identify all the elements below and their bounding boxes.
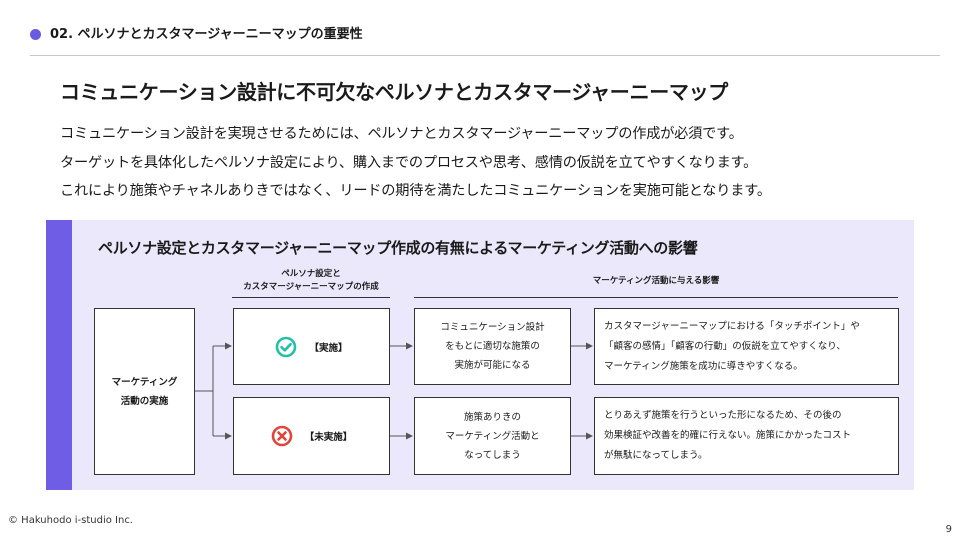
body-line: コミュニケーション設計を実現させるためには、ペルソナとカスタマージャーニーマップ… [60,126,743,142]
slide-header: 02. ペルソナとカスタマージャーニーマップの重要性 [30,26,940,56]
status-label: 【未実施】 [304,432,353,443]
panel-accent-bar [46,220,72,490]
result-box: 施策ありきの マーケティング活動と なってしまう [414,397,571,475]
detail-box: カスタマージャーニーマップにおける「タッチポイント」や 「顧客の感情」「顧客の行… [594,308,899,385]
page-title: コミュニケーション設計に不可欠なペルソナとカスタマージャーニーマップ [60,80,728,104]
root-box: マーケティング 活動の実施 [94,308,195,475]
column-heading-persona: ペルソナ設定と カスタマージャーニーマップの作成 [243,269,379,292]
section-title: 02. ペルソナとカスタマージャーニーマップの重要性 [50,27,363,42]
check-circle-icon [276,336,297,357]
body-line: ターゲットを具体化したペルソナ設定により、購入までのプロセスや思考、感情の仮説を… [60,154,758,171]
column-rule-effect [414,297,898,298]
detail-box: とりあえず施策を行うといった形になるため、その後の 効果検証や改善を的確に行えな… [594,397,899,475]
column-heading-effect: マーケティング活動に与える影響 [592,276,720,286]
copyright: © Hakuhodo i-studio Inc. [8,515,133,526]
page-number: 9 [945,524,952,535]
bullet-dot [30,29,41,40]
diagram-title: ペルソナ設定とカスタマージャーニーマップ作成の有無によるマーケティング活動への影… [98,239,698,257]
column-rule-persona [232,297,390,298]
body-line: これにより施策やチャネルありきではなく、リードの期待を満たしたコミュニケーション… [60,183,771,199]
cross-circle-icon [271,425,293,447]
status-label: 【実施】 [309,342,348,354]
result-box: コミュニケーション設計 をもとに適切な施策の 実施が可能になる [414,308,571,385]
status-box-done: 【実施】 [233,308,390,385]
status-box-not-done: 【未実施】 [233,397,390,475]
body-text: コミュニケーション設計を実現させるためには、ペルソナとカスタマージャーニーマップ… [60,120,920,206]
